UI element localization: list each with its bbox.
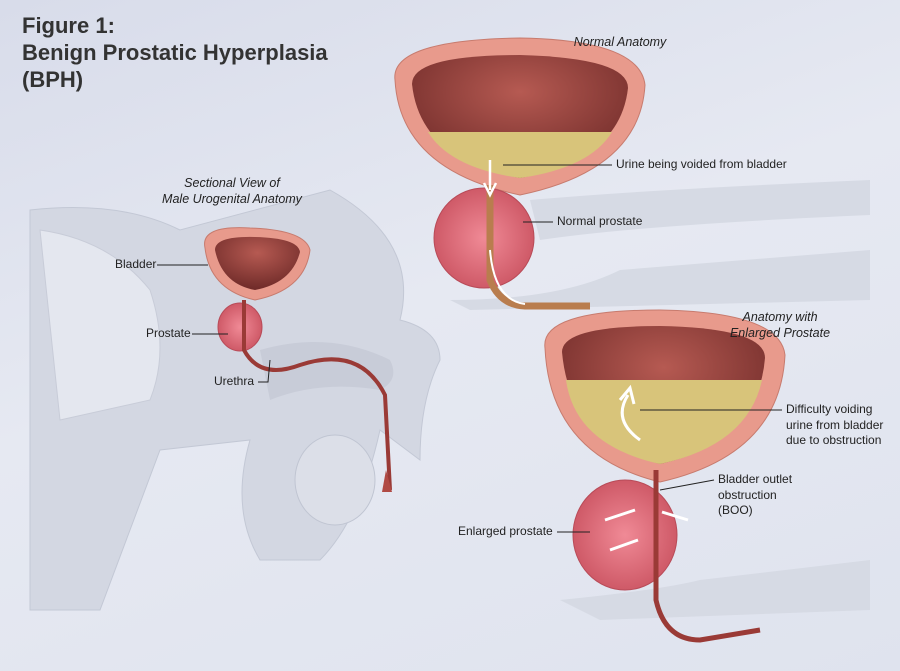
- label-enlarged-prostate: Enlarged prostate: [458, 524, 553, 538]
- label-line: due to obstruction: [786, 433, 882, 447]
- caption-line: Sectional View of: [184, 176, 280, 190]
- caption-line: Male Urogenital Anatomy: [162, 192, 302, 206]
- normal-anatomy-illustration: [394, 37, 870, 310]
- title-line-2: Benign Prostatic Hyperplasia: [22, 40, 328, 65]
- label-line: Bladder outlet: [718, 472, 793, 486]
- figure-title: Figure 1: Benign Prostatic Hyperplasia (…: [22, 12, 328, 93]
- label-line: (BOO): [718, 503, 753, 517]
- label-prostate: Prostate: [146, 326, 191, 340]
- label-line: Difficulty voiding: [786, 402, 873, 416]
- title-line-3: (BPH): [22, 67, 84, 92]
- enlarged-anatomy-illustration: [544, 309, 870, 643]
- label-line: urine from bladder: [786, 417, 884, 432]
- label-urine-voided: Urine being voided from bladder: [616, 157, 787, 171]
- label-difficulty-voiding: Difficulty voiding urine from bladder du…: [786, 402, 883, 449]
- leader-lines: [157, 164, 782, 533]
- sectional-caption: Sectional View of Male Urogenital Anatom…: [132, 175, 332, 207]
- label-bladder: Bladder: [115, 257, 157, 271]
- label-boo: Bladder outlet obstruction (BOO): [718, 472, 792, 519]
- caption-line: Enlarged Prostate: [729, 326, 831, 340]
- label-line: obstruction: [718, 487, 777, 502]
- label-urethra: Urethra: [214, 374, 255, 388]
- enlarged-caption: Anatomy with Enlarged Prostate: [700, 309, 860, 341]
- normal-caption: Normal Anatomy: [573, 35, 667, 49]
- male-body-section: [29, 189, 441, 611]
- label-normal-prostate: Normal prostate: [557, 214, 643, 228]
- caption-line: Anatomy with: [742, 310, 818, 324]
- title-line-1: Figure 1:: [22, 13, 115, 38]
